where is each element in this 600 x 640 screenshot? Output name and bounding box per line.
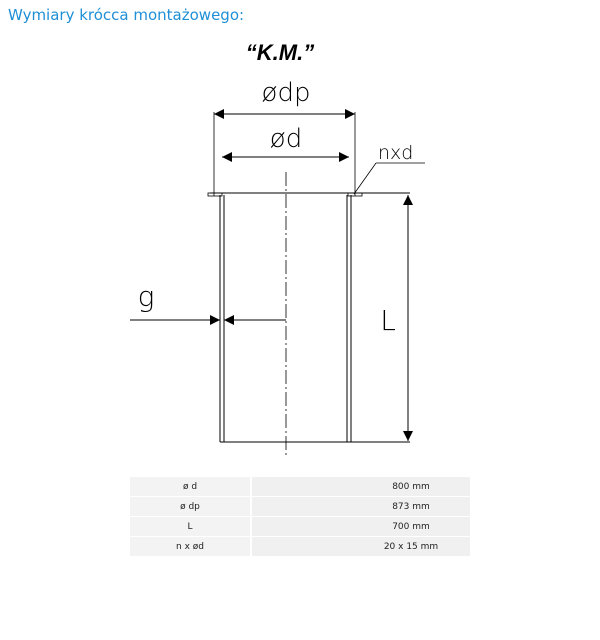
table-row: ø d 800 mm xyxy=(130,477,470,497)
page-heading: Wymiary krócca montażowego: xyxy=(8,6,245,24)
table-row: L 700 mm xyxy=(130,517,470,537)
value-cell: 700 mm xyxy=(252,517,470,537)
value-cell: 20 x 15 mm xyxy=(252,537,470,557)
L-dimension-label: L xyxy=(380,304,396,337)
drawing-title: “K.M.” xyxy=(246,40,314,65)
flange-left-lip xyxy=(207,192,223,197)
nxd-leader-diagonal xyxy=(353,162,377,195)
param-cell: ø d xyxy=(130,477,252,497)
param-cell: ø dp xyxy=(130,497,252,517)
table-row: n x ød 20 x 15 mm xyxy=(130,537,470,557)
param-cell: L xyxy=(130,517,252,537)
d-dimension-label: ød xyxy=(270,124,302,154)
param-cell: n x ød xyxy=(130,537,252,557)
dp-dimension-label: ødp xyxy=(262,78,311,108)
value-cell: 800 mm xyxy=(252,477,470,497)
g-dimension-label: g xyxy=(138,280,155,313)
dimensions-table: ø d 800 mm ø dp 873 mm L 700 mm n x ød 2… xyxy=(130,477,470,557)
value-cell: 873 mm xyxy=(252,497,470,517)
nxd-label: nxd xyxy=(378,142,413,164)
technical-drawing: “K.M.” ødp ød nxd L g xyxy=(130,40,425,458)
table-row: ø dp 873 mm xyxy=(130,497,470,517)
